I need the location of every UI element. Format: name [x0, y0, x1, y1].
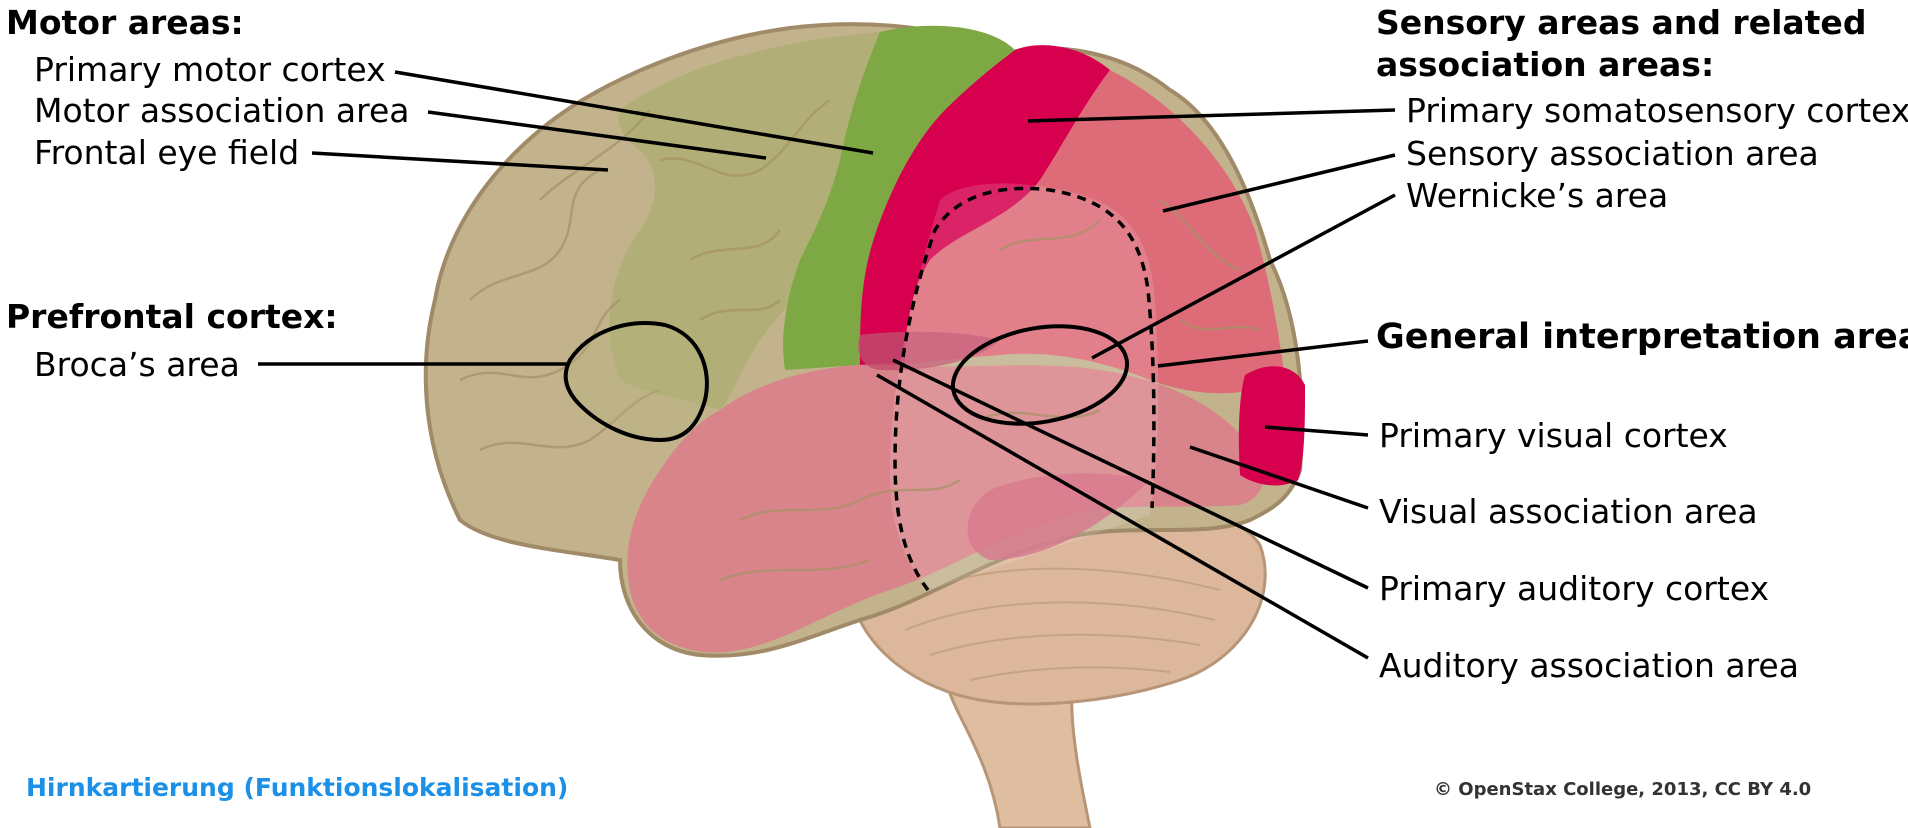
leader-lines	[258, 70, 1396, 660]
leader-general-interpretation	[1157, 339, 1369, 368]
leader-primary-somatosensory	[1027, 108, 1396, 123]
label-primary-motor-cortex: Primary motor cortex	[34, 50, 386, 89]
brocas-area-outline	[563, 321, 709, 443]
sensory-heading-line1: Sensory areas and related	[1376, 3, 1867, 42]
leader-wernickes-area	[1091, 193, 1396, 360]
primary-somatosensory-region	[860, 45, 1110, 371]
label-general-interpretation-area: General interpretation area	[1376, 317, 1908, 357]
label-brocas-area: Broca’s area	[34, 345, 240, 384]
label-visual-association-area: Visual association area	[1379, 492, 1758, 531]
copyright-credit: © OpenStax College, 2013, CC BY 4.0	[1434, 779, 1812, 800]
leader-primary-visual	[1264, 425, 1369, 437]
leader-auditory-association	[876, 373, 1369, 660]
label-frontal-eye-field: Frontal eye field	[34, 133, 300, 172]
label-primary-visual-cortex: Primary visual cortex	[1379, 416, 1728, 455]
leader-motor-association	[427, 110, 767, 160]
sensory-association-region	[905, 70, 1285, 394]
motor-association-region	[609, 32, 886, 410]
general-interpretation-dashed-outline	[893, 186, 1156, 592]
label-primary-auditory-cortex: Primary auditory cortex	[1379, 569, 1770, 608]
leader-primary-motor	[394, 70, 874, 155]
general-interpretation-overlay	[890, 183, 1159, 590]
label-auditory-association-area: Auditory association area	[1379, 646, 1799, 685]
diagram-caption: Hirnkartierung (Funktionslokalisation)	[26, 773, 569, 802]
prefrontal-heading: Prefrontal cortex:	[6, 297, 338, 336]
leader-sensory-association	[1162, 153, 1396, 213]
label-primary-somatosensory-cortex: Primary somatosensory cortex	[1406, 91, 1908, 130]
label-motor-association-area: Motor association area	[34, 91, 410, 130]
leader-primary-auditory	[892, 358, 1369, 590]
leader-visual-association	[1189, 445, 1369, 510]
brainstem	[945, 686, 1092, 828]
leader-frontal-eye-field	[311, 151, 609, 172]
label-sensory-association-area: Sensory association area	[1406, 134, 1819, 173]
motor-areas-heading: Motor areas:	[6, 3, 244, 42]
temporal-lobe-region	[627, 364, 1264, 653]
sensory-heading-line2: association areas:	[1376, 45, 1715, 84]
label-wernickes-area: Wernicke’s area	[1406, 176, 1669, 215]
lower-association-patch	[967, 473, 1150, 560]
gyri-lines	[459, 98, 1261, 582]
